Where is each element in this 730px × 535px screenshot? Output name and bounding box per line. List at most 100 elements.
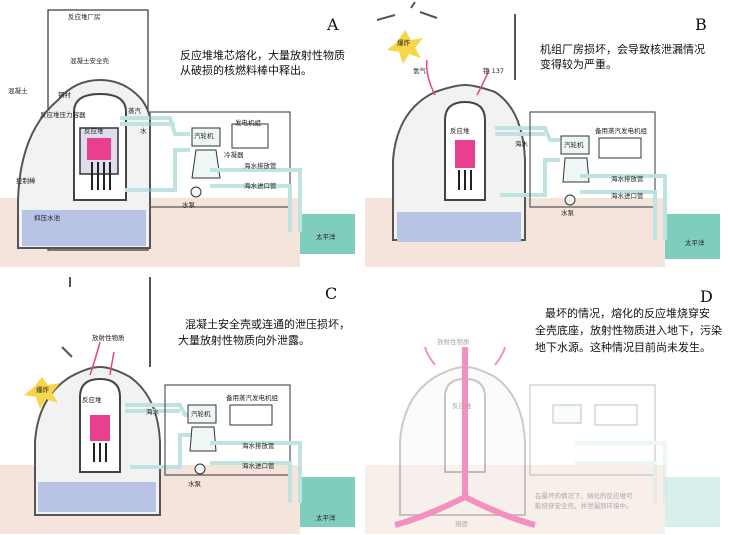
- note-line: 能烧穿安全壳，并泄漏到环境中。: [535, 502, 633, 510]
- seawater-label: 海水: [146, 408, 159, 416]
- turbine-hall: [149, 111, 291, 208]
- pump: [190, 186, 202, 198]
- ocean-label: 太平洋: [316, 233, 336, 241]
- leak-arrows: [89, 341, 115, 376]
- explosion-label: 爆炸: [36, 386, 49, 394]
- cesium-label: 铯 137: [483, 67, 504, 75]
- discharge-label: 海水排放管: [242, 442, 275, 450]
- panel-a: 反应堆厂房 混凝土安全壳 混凝土 钢衬 反应堆压力容器 反应堆 蒸汽 水 汽轮机…: [0, 0, 365, 267]
- explosion-star: [24, 377, 60, 409]
- panel-letter: B: [695, 15, 707, 34]
- containment-label: 混凝土安全壳: [70, 57, 109, 65]
- pump-label: 水泵: [188, 480, 201, 488]
- leak-arrows: [425, 59, 490, 96]
- condenser: [562, 157, 590, 183]
- generator: [231, 123, 269, 149]
- leak-arrows: [424, 346, 506, 366]
- caption-line: 从破损的核燃料棒中释出。: [180, 64, 312, 77]
- meltdown-label: 熔毁: [455, 520, 468, 528]
- ocean: [665, 477, 720, 527]
- core-label: 反应堆: [452, 402, 472, 410]
- water-pipes: [495, 126, 560, 197]
- suppression-pool: [38, 482, 156, 512]
- discharge-label: 海水排放管: [244, 162, 277, 170]
- turbine-label: 汽轮机: [564, 141, 584, 149]
- pool-label: 抑压水池: [34, 214, 60, 222]
- building-label: 反应堆厂房: [68, 13, 101, 21]
- turbine: [187, 404, 217, 424]
- turbine: [552, 404, 582, 424]
- generator-label: 发电机组: [235, 119, 261, 127]
- seawater-label: 海水: [515, 140, 528, 148]
- condenser: [189, 426, 217, 452]
- water-label: 水: [140, 127, 147, 135]
- panel-letter: A: [327, 15, 339, 34]
- suppression-pool: [397, 212, 521, 242]
- ground: [365, 465, 665, 534]
- note-line: 在最坏的情况下，熔化的反应堆可: [535, 492, 633, 500]
- ocean-label: 太平洋: [685, 239, 705, 247]
- turbine-label: 汽轮机: [194, 132, 214, 140]
- backup-label: 备用蒸汽发电机组: [226, 394, 278, 402]
- core-label: 反应堆: [450, 127, 470, 135]
- ocean: [300, 477, 355, 527]
- core: [87, 138, 111, 160]
- backup-generator: [594, 404, 638, 426]
- caption-line: 地下水源。这种情况目前尚未发生。: [535, 341, 711, 354]
- core-label: 反应堆: [82, 396, 102, 404]
- ocean: [665, 214, 720, 259]
- ocean-label: 太平洋: [316, 514, 336, 522]
- condenser: [191, 149, 221, 179]
- backup-label: 备用蒸汽发电机组: [595, 127, 647, 135]
- backup-generator: [598, 137, 642, 159]
- control-rods: [458, 170, 472, 190]
- control-rods: [91, 162, 111, 190]
- seawater-pipes: [210, 441, 302, 503]
- seawater-pipes: [210, 168, 302, 232]
- intake-label: 海水进口管: [242, 462, 275, 470]
- panel-c-drawing: [0, 277, 355, 534]
- caption-line: 反应堆堆芯熔化，大量放射性物质: [180, 49, 345, 62]
- suppression-pool: [22, 210, 146, 246]
- caption-line: 全壳底座，放射性物质进入地下，污染: [535, 324, 722, 337]
- control-rods: [93, 443, 107, 462]
- core-label: 反应堆: [84, 127, 104, 135]
- radioactive-label: 放射性物质: [92, 334, 125, 342]
- intake-label: 海水进口管: [244, 182, 277, 190]
- pump: [564, 194, 576, 206]
- building-debris: [61, 277, 151, 367]
- meltdown-spread: [394, 494, 536, 528]
- pump-label: 水泵: [182, 201, 195, 209]
- steel-label: 钢衬: [58, 91, 71, 99]
- caption-line: 最坏的情况，熔化的反应堆烧穿安: [545, 307, 710, 320]
- turbine-hall: [529, 111, 656, 208]
- pump-label: 水泵: [561, 209, 574, 217]
- steam-label: 蒸汽: [128, 107, 141, 115]
- turbine-hall: [164, 384, 291, 476]
- core: [455, 140, 475, 168]
- backup-generator: [229, 404, 273, 426]
- caption-line: 机组厂房损坏，会导致核泄漏情况: [540, 43, 705, 56]
- turbine-label: 汽轮机: [191, 410, 211, 418]
- panel-b: 爆炸 氢气 铯 137 反应堆 海水 汽轮机 备用蒸汽发电机组 海水排放管 海水…: [365, 0, 730, 267]
- explosion-label: 爆炸: [397, 39, 410, 47]
- condenser-label: 冷凝器: [224, 151, 244, 159]
- rods-label: 控制棒: [16, 177, 36, 185]
- turbine: [560, 135, 590, 155]
- caption-line: 大量放射性物质向外泄露。: [178, 334, 310, 347]
- turbine-hall: [529, 384, 656, 476]
- panel-d-drawing: [365, 346, 720, 534]
- building-debris: [376, 1, 516, 80]
- discharge-label: 海水排放管: [611, 175, 644, 183]
- panel-a-drawing: [0, 9, 355, 267]
- panel-d: 放射性物质 反应堆 在最坏的情况下，熔化的反应堆可 能烧穿安全壳，并泄漏到环境中…: [365, 267, 730, 534]
- concrete-label: 混凝土: [8, 87, 28, 95]
- vessel-label: 反应堆压力容器: [40, 111, 86, 119]
- panel-c: 放射性物质 爆炸 反应堆 海水 汽轮机 备用蒸汽发电机组 海水排放管 海水进口管…: [0, 267, 365, 534]
- panel-letter: C: [325, 284, 338, 303]
- caption-line: 变得较为严重。: [540, 58, 617, 71]
- panel-b-drawing: [365, 1, 720, 267]
- ocean: [300, 214, 355, 254]
- turbine: [191, 127, 221, 147]
- caption-line: 混凝土安全壳或连通的泄压损坏，: [185, 318, 350, 331]
